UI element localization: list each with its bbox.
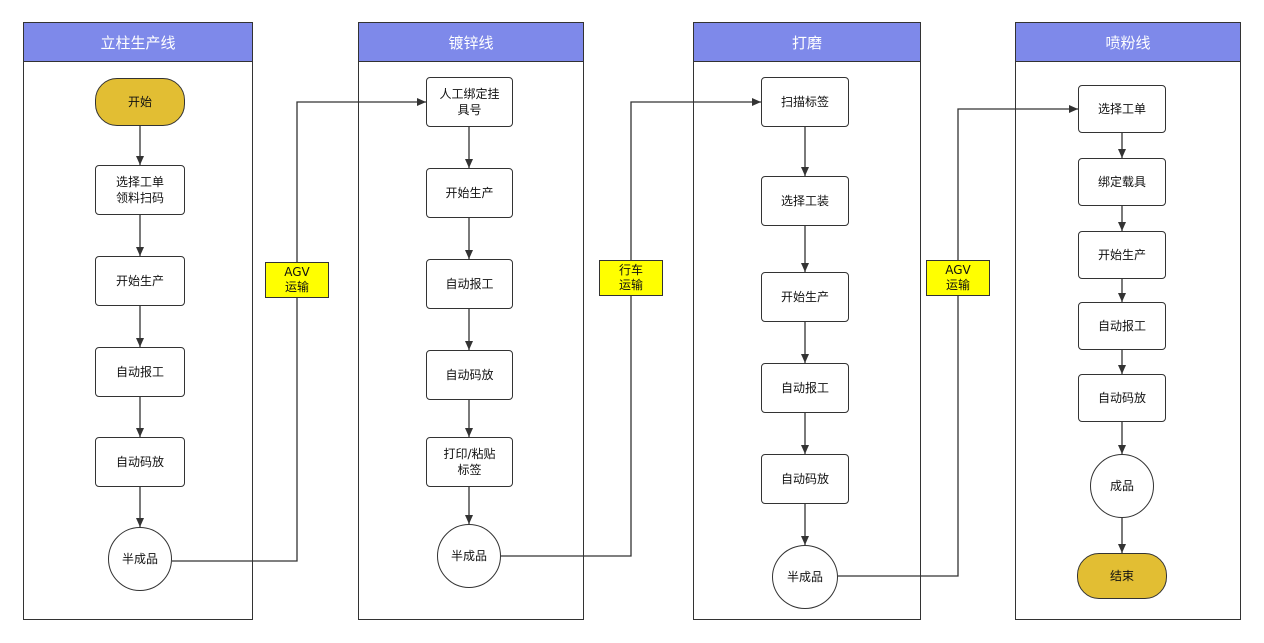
transfer-line [501, 98, 761, 557]
auto-report-step: 自动报工 [95, 347, 185, 397]
agv-transport-label: AGV 运输 [265, 262, 329, 298]
start-production-step: 开始生产 [426, 168, 513, 218]
lane-title: 镀锌线 [359, 23, 583, 62]
select-order-step: 选择工单 领料扫码 [95, 165, 185, 215]
node-text: 自动码放 [115, 455, 164, 469]
node-text: 自动报工 [115, 365, 164, 379]
auto-stack-step: 自动码放 [426, 350, 513, 400]
node-text: 自动码放 [1097, 391, 1146, 405]
node-text: 选择工装 [780, 194, 829, 208]
node-text: 成品 [1109, 479, 1134, 493]
end-terminal: 结束 [1077, 553, 1167, 599]
select-fixture-step: 选择工装 [761, 176, 849, 226]
node-text: 自动报工 [780, 381, 829, 395]
node-text: 自动码放 [780, 472, 829, 486]
node-text: 选择工单 [1097, 102, 1146, 116]
node-text: 开始生产 [780, 290, 829, 304]
transfer-line [838, 105, 1078, 577]
node-text: 自动码放 [445, 368, 494, 382]
node-text: 开始生产 [1097, 248, 1146, 262]
bind-hanger-step: 人工绑定挂 具号 [426, 77, 513, 127]
node-text: 选择工单 领料扫码 [115, 175, 164, 205]
auto-report-step: 自动报工 [761, 363, 849, 413]
agv-transport-label: AGV 运输 [926, 260, 990, 296]
auto-report-step: 自动报工 [426, 259, 513, 309]
node-text: 半成品 [450, 549, 487, 563]
print-label-step: 打印/粘贴 标签 [426, 437, 513, 487]
lane-title: 立柱生产线 [24, 23, 252, 62]
start-production-step: 开始生产 [1078, 231, 1166, 279]
lane-title: 喷粉线 [1016, 23, 1240, 62]
lane-title: 打磨 [694, 23, 920, 62]
semi-finished-circle: 半成品 [437, 524, 501, 588]
node-text: 扫描标签 [780, 95, 829, 109]
node-text: 半成品 [121, 552, 158, 566]
node-text: 半成品 [786, 570, 823, 584]
node-text: 绑定载具 [1097, 175, 1146, 189]
node-text: 自动报工 [445, 277, 494, 291]
select-order-step: 选择工单 [1078, 85, 1166, 133]
node-text: 开始生产 [445, 186, 494, 200]
auto-stack-step: 自动码放 [761, 454, 849, 504]
bind-carrier-step: 绑定载具 [1078, 158, 1166, 206]
start-terminal: 开始 [95, 78, 185, 126]
semi-finished-circle: 半成品 [772, 545, 838, 609]
scan-label-step: 扫描标签 [761, 77, 849, 127]
transfer-line [172, 98, 426, 562]
crane-transport-label: 行车 运输 [599, 260, 663, 296]
node-text: 人工绑定挂 具号 [439, 87, 500, 117]
node-text: 打印/粘贴 标签 [443, 447, 496, 477]
node-text: 自动报工 [1097, 319, 1146, 333]
auto-report-step: 自动报工 [1078, 302, 1166, 350]
auto-stack-step: 自动码放 [95, 437, 185, 487]
semi-finished-circle: 半成品 [108, 527, 172, 591]
node-text: 开始生产 [115, 274, 164, 288]
node-text: 结束 [1109, 569, 1134, 583]
auto-stack-step: 自动码放 [1078, 374, 1166, 422]
start-production-step: 开始生产 [761, 272, 849, 322]
node-text: 开始 [127, 95, 152, 109]
start-production-step: 开始生产 [95, 256, 185, 306]
finished-product-circle: 成品 [1090, 454, 1154, 518]
